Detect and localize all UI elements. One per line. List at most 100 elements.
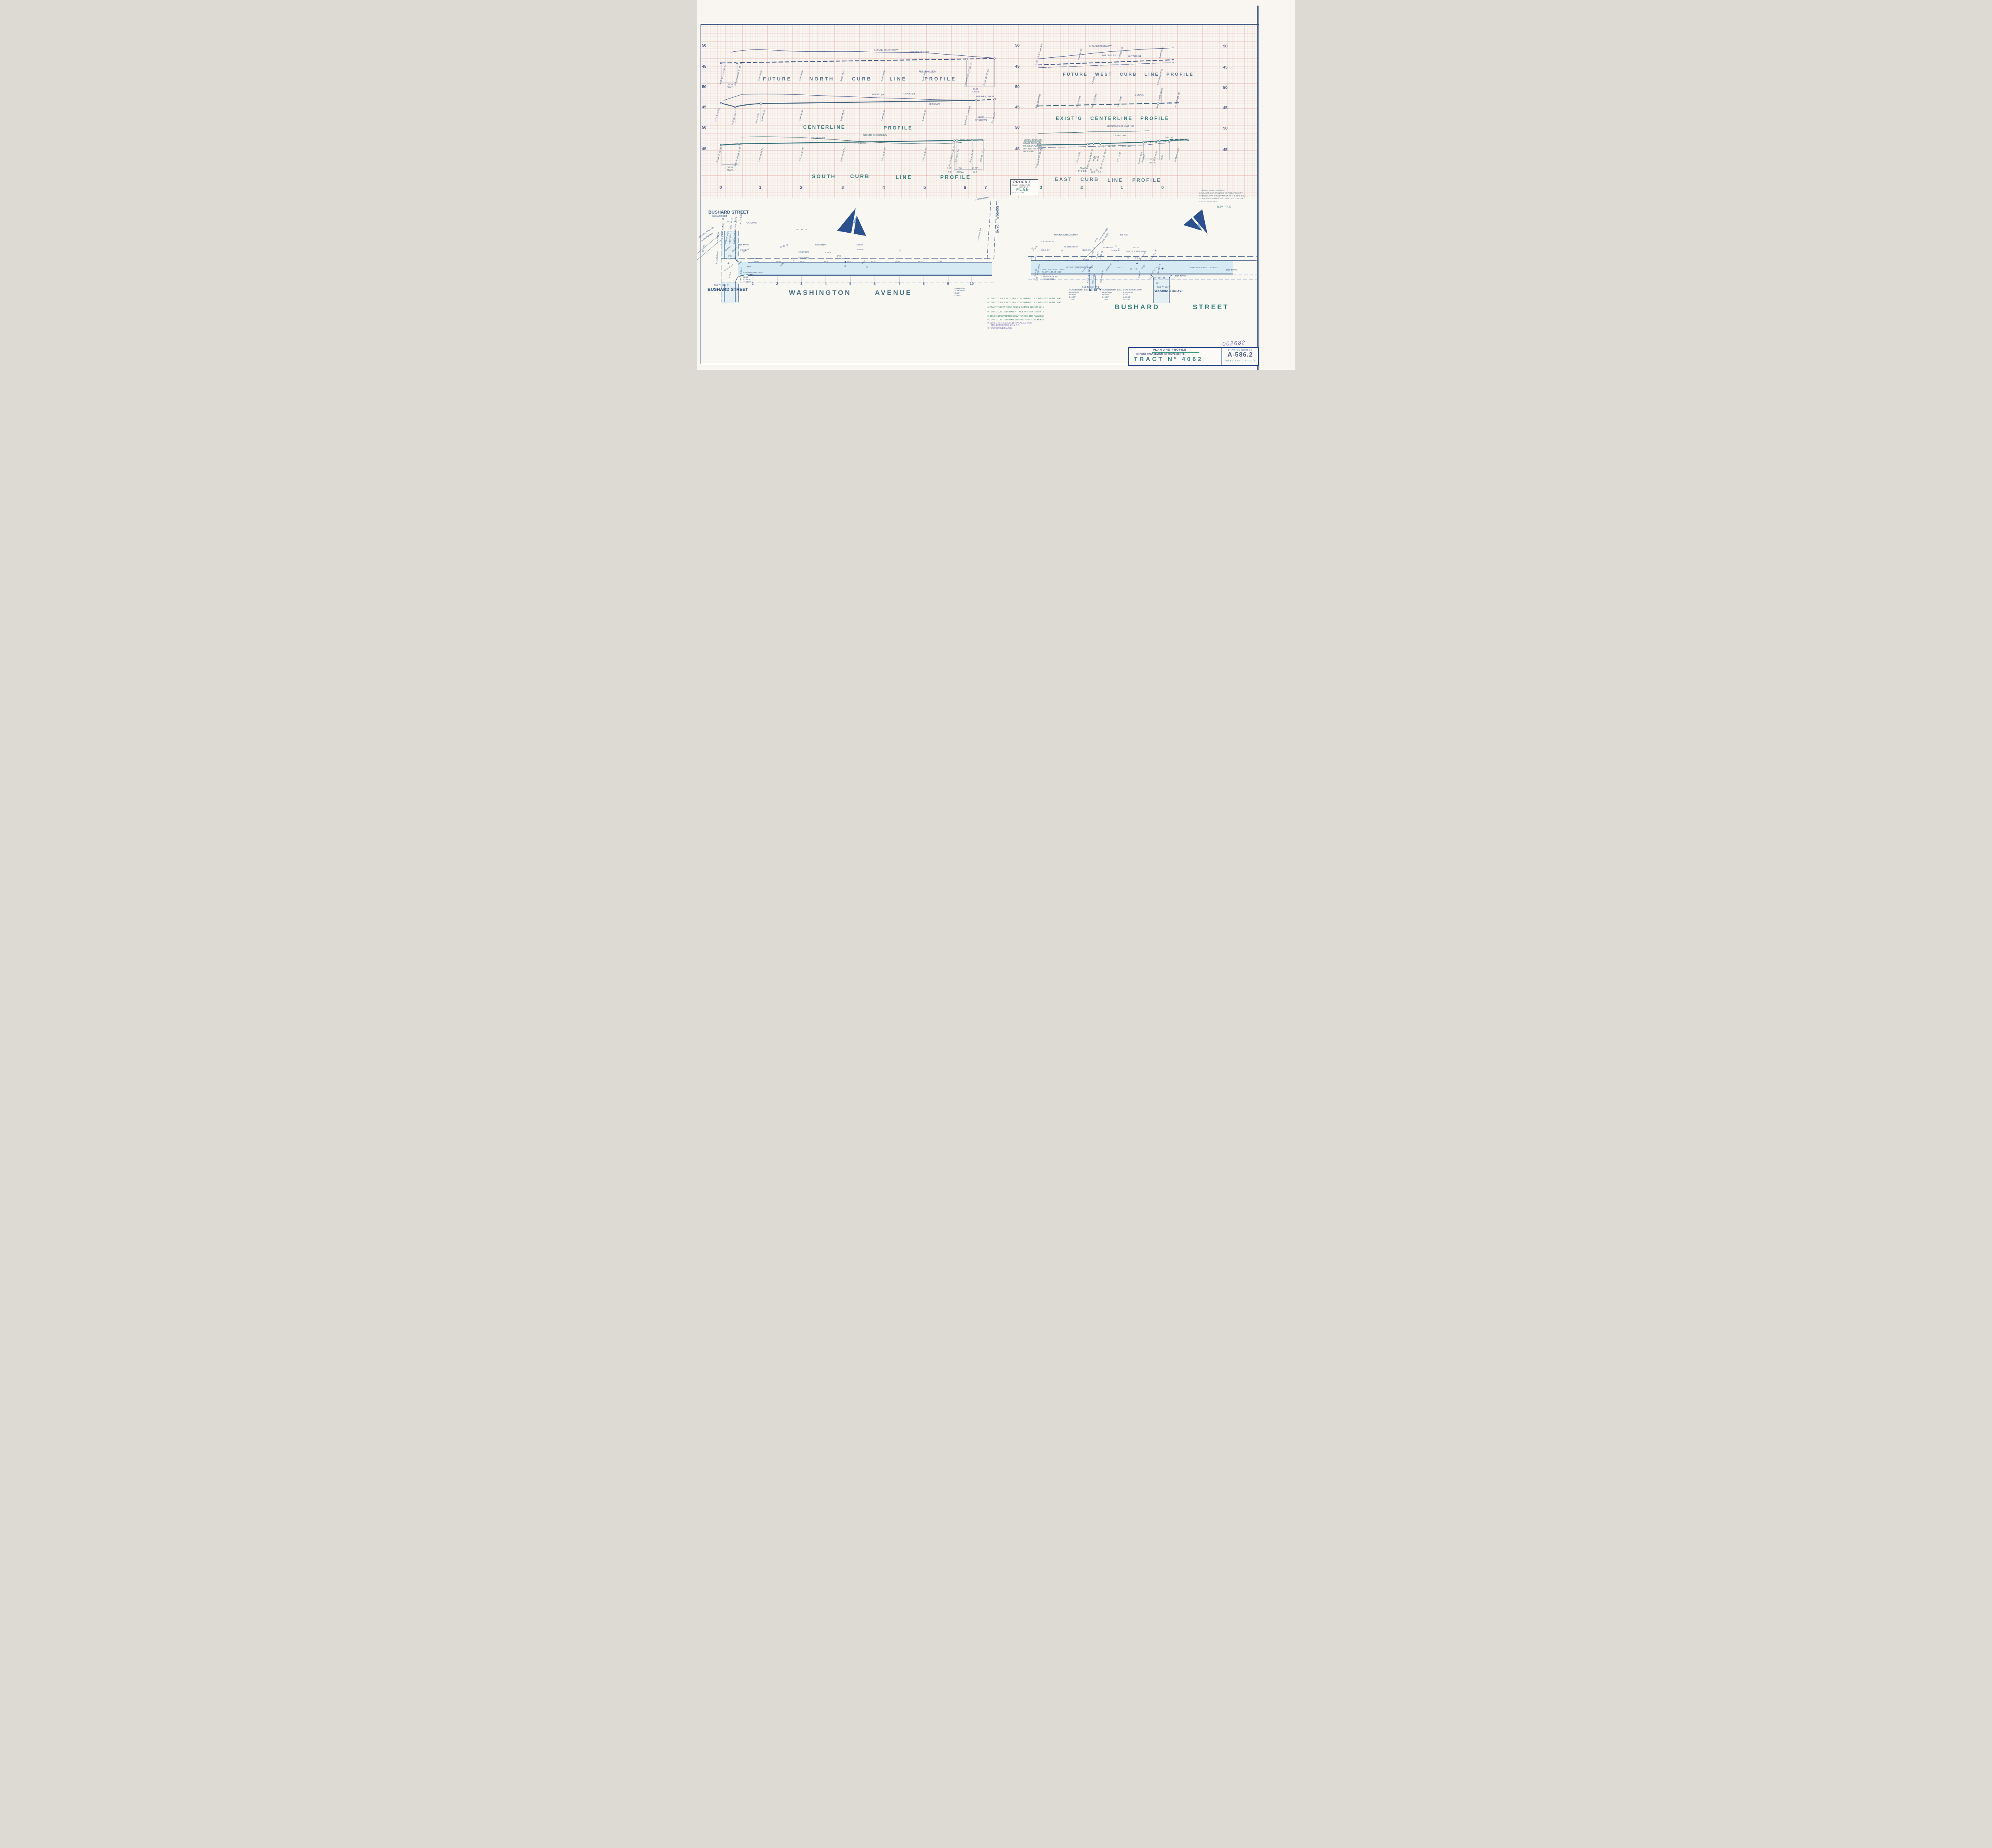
profile-centerline-label: GRADE @ ℄ [904,93,916,95]
tract-title: TRACT Nº 4062 [1134,356,1203,363]
plan-washington-label: 2" G [837,255,841,257]
plan-washington-label: ⑤ [734,257,736,259]
scale-box: PROFILE SCALE · HORIZ. 1"=40' VERT. 1"=4… [1010,179,1038,195]
drawing-sheet: PROFILE SCALE · HORIZ. 1"=40' VERT. 1"=4… [697,0,1295,370]
plan-washington-label: 60.00' [776,261,781,263]
profile-centerline-label: ON CROWN [975,119,987,122]
plan-bushard-label: SEE AT LEFT [1157,286,1170,288]
plan-bushard-label: W=20' V=10.53' AND [1042,271,1061,273]
stations-left-label: 6 [964,185,967,190]
profile-west-curb-label: TOP OF CURB [1102,55,1116,57]
plan-bushard-label: CURB RETURN DATA [1102,289,1122,291]
construction-notes-label: ⑥ CONST. CONC. SIDEWALK LANDING PER STD.… [987,319,1045,321]
plan-bushard-label: ⑧ [1155,250,1157,252]
profile-east-curb-label: FUT. CB. [1165,137,1174,139]
profile-south-curb-label: O.C. [948,171,952,174]
elevation-axis-label: 45 [1015,65,1020,69]
plan-bushard-label: 105.00' [1117,267,1123,269]
plan-bushard-label: L=5.50' [1069,296,1076,298]
plan-washington-label: T=24.99' [743,281,751,283]
title-line1: PLAN AND PROFILE [1153,349,1187,351]
plan-washington-label: 9 [947,282,949,286]
plan-washington-label: 60.00' [800,261,806,263]
plan-washington-label: 2 [776,282,778,286]
plan-washington-label: BUSHARD STREET [708,210,749,215]
profile-north-curb-label: FUT. R=0.150% [919,71,937,73]
plan-washington-label: 4' [791,257,793,260]
plan-washington-label: 8" G.V. [726,258,732,260]
profile-east-curb-label: TRANS [1080,167,1087,170]
stations-left-label: 1 [759,185,762,190]
plan-bushard-label: ③ [1130,268,1132,271]
profile-north-curb-label: ON CB [972,91,979,93]
plan-bushard-label: ④ [1135,268,1138,271]
plan-bushard-label: 20' [1158,277,1161,279]
plan-bushard-label: Δ=89°58'05" [1069,292,1080,294]
profile-west-curb-label: GUTTERLINE [1128,55,1141,58]
linework-layer [697,47,1257,303]
plan-washington-label: CURB RETURN DATA [743,272,763,274]
title-green-rule-1 [1152,352,1199,353]
sheet-border-left [700,24,701,364]
profile-east-curb-label: O.C. [1098,171,1102,174]
profile-north-curb-label: ON CB. [727,86,734,89]
plan-bushard-label: SEE SHEET Nº 1 [1082,286,1099,288]
elevation-axis-label: 50 [1223,44,1228,49]
plan-washington-label: 32' [727,221,730,223]
profile-east-curb-label: O.C. [1091,171,1096,174]
plan-bushard-label: ② [1127,257,1129,260]
profile-east-curb-label: 8"-0" C.F. [1078,170,1087,173]
plan-washington-label: 3 [800,282,803,286]
construction-notes-label: ② CONST. 3" P.M.S. WITH SEAL COAT OVER 6… [987,302,1062,304]
plan-washington-label: SEE AT RIGHT [714,284,729,286]
elevation-axis-label: 45 [1015,147,1020,151]
sheet-count-label: SHEET 2 OF 2 SHEETS [1224,360,1256,362]
plan-bushard-label: 5 L.F. 1000 D [1043,274,1055,276]
plan-bushard-label: EX. EDGE PAV'T [1064,246,1078,248]
plan-washington-label: 70' [722,218,725,220]
plan-washington-label: 60.00' [871,261,876,263]
plan-washington-label: R=20' [955,292,960,294]
plan-bushard-label: L=5.50' [1102,296,1109,298]
plan-washington-label: 60.00' [824,261,829,263]
profile-south-curb-label: R=0.19% [960,139,970,141]
plan-bushard-label: 129.33' [1044,260,1051,262]
profile-west-curb-label: GROUNDLINE@W.R/W [1089,45,1112,47]
title-block: PLAN AND PROFILE STREET AND SEWER IMPROV… [1128,347,1259,366]
profile-exist-centerline-label: GROUNDLINE @ EAST R/W [1107,125,1134,128]
stations-right-label: 1 [1121,185,1123,190]
scale-plan-scale: SCALE · 1"=40' [1012,192,1024,194]
construction-notes-label: ③ CONST. TYPE 'C' CONC. CURB & GUTTER PE… [987,306,1044,309]
profile-east-curb-label: OF WATER [1023,151,1034,153]
plan-washington-label: 60.00' [847,261,853,263]
plan-washington-label: SEE AT RIGHT [712,215,727,218]
plan-washington-label: DONEGAL [996,206,999,220]
title-block-right-cell: DRAWING NUMBER A-586.2 SHEET 2 OF 2 SHEE… [1221,348,1258,365]
profile-exist-centerline-label: ℄ GRADE [1135,94,1144,96]
plan-washington-label: 4 [825,282,827,286]
plan-washington-label: 55.00' [754,261,759,263]
plan-washington-label: WASHINGTON [789,289,851,296]
plan-washington-label: 33.95' [937,261,943,263]
profile-south-curb-label: CURB [850,173,870,179]
profile-south-curb-label: 39.26' [727,167,733,169]
plan-bushard-label: EX. R/W [1120,234,1128,236]
stations-left-label: 0 [720,185,722,190]
benchmark-note-label: 23' W ℄ OF BUSHARD, IN A CONC. WALK BY T… [1199,198,1243,200]
profile-south-curb-label: SOUTH [812,173,836,179]
plan-washington-label: ③ [844,265,847,268]
profile-north-curb-label: 54.93 [973,88,978,90]
plan-bushard-label: R=3.50' [1102,294,1109,296]
plan-washington-label: 4000 [747,266,751,268]
elevation-axis-label: 45 [1223,106,1228,110]
plan-washington-label: 60.00' [895,261,900,263]
plan-washington-label: 8 [923,282,925,286]
plan-bushard-label: PLUG END. [1044,279,1055,281]
plan-bushard-label: 10' [1163,277,1166,279]
construction-notes-label: ⑧ FEATHER OVER & JOIN. [987,327,1013,330]
plan-bushard-label: GARDEN GROVE CITY LIMITS [1190,267,1218,269]
north-arrow-left [837,208,867,236]
elevation-axis-label: 50 [1015,85,1020,89]
profile-centerline-label: R=0.150% [929,103,941,106]
benchmark-note-label: OF BOLSA AVE. & BUSHARD ST, 72' N. ℄ OF … [1199,195,1246,197]
